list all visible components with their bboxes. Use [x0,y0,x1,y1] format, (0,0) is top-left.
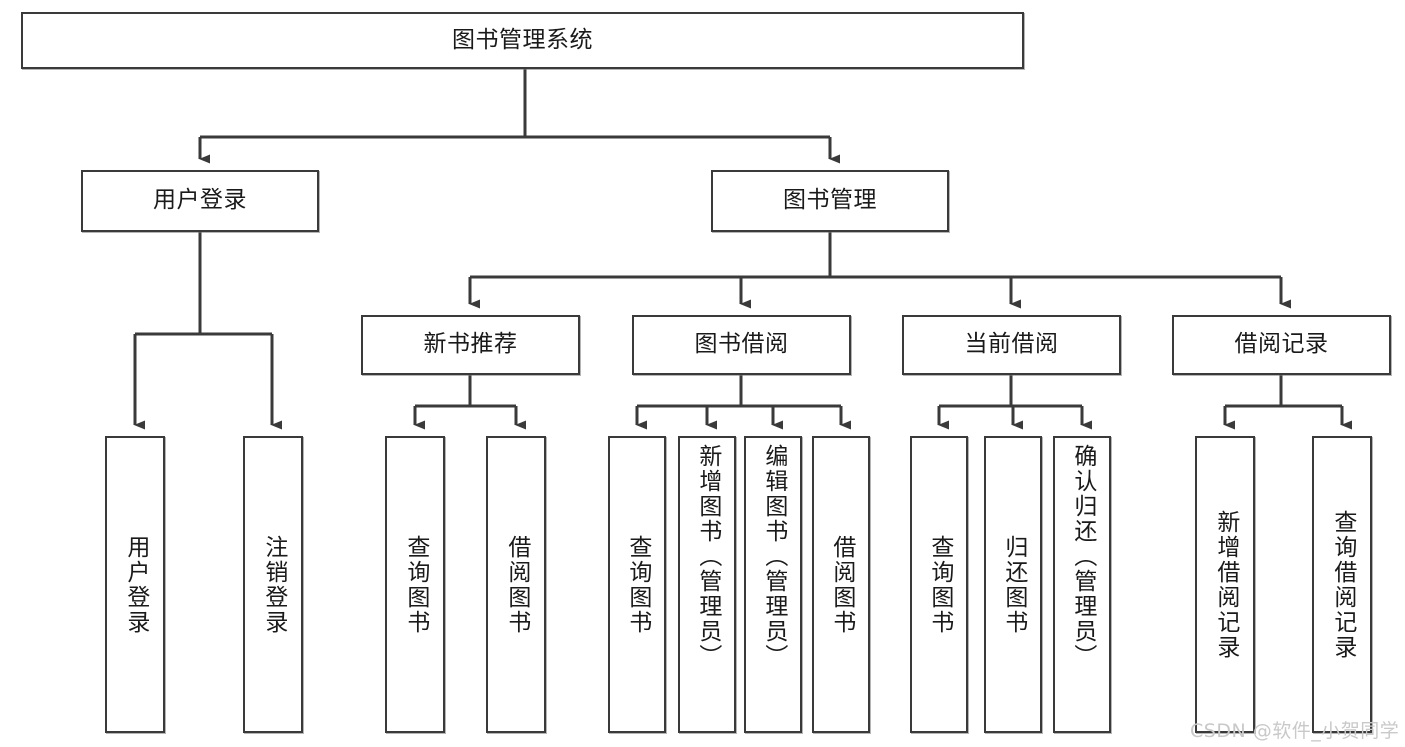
node-label: 查询借阅记录 [1329,509,1356,660]
node-label: 借阅图书 [828,534,855,635]
node-label: 图书借阅 [694,331,789,358]
node-label: 查询图书 [624,534,651,635]
node-leaf-query-book-current[interactable]: 查询图书 [910,436,968,733]
csdn-watermark: CSDN @软件_小贺同学 [1190,720,1400,742]
node-label: 查询图书 [926,534,953,635]
node-label: 新书推荐 [423,331,518,358]
node-label: 当前借阅 [964,331,1059,358]
node-leaf-borrow-book[interactable]: 借阅图书 [812,436,870,733]
node-borrow-record[interactable]: 借阅记录 [1172,315,1391,375]
node-label: 确认归还（管理员） [1069,444,1096,669]
node-label: 查询图书 [402,534,429,635]
node-leaf-add-book-admin[interactable]: 新增图书（管理员） [678,436,736,733]
node-label: 图书管理系统 [452,26,593,53]
node-leaf-logout-login[interactable]: 注销登录 [243,436,303,733]
node-leaf-query-borrow-record[interactable]: 查询借阅记录 [1312,436,1372,733]
node-leaf-borrow-book-recommend[interactable]: 借阅图书 [486,436,546,733]
node-label: 借阅记录 [1234,331,1329,358]
node-leaf-return-book[interactable]: 归还图书 [984,436,1042,733]
node-label: 图书管理 [783,187,877,214]
node-root[interactable]: 图书管理系统 [21,12,1024,69]
node-label: 用户登录 [153,187,247,214]
node-current-borrow[interactable]: 当前借阅 [902,315,1121,375]
node-label: 新增借阅记录 [1212,509,1239,660]
node-label: 归还图书 [1000,534,1027,635]
node-leaf-query-book-recommend[interactable]: 查询图书 [385,436,445,733]
node-book-borrow[interactable]: 图书借阅 [632,315,851,375]
node-new-book-recommend[interactable]: 新书推荐 [361,315,580,375]
node-leaf-add-borrow-record[interactable]: 新增借阅记录 [1195,436,1255,733]
node-label: 借阅图书 [503,534,530,635]
node-book-manage[interactable]: 图书管理 [711,170,949,232]
node-leaf-query-book-borrow[interactable]: 查询图书 [608,436,666,733]
node-label: 编辑图书（管理员） [760,444,787,669]
node-label: 新增图书（管理员） [694,444,721,669]
node-leaf-edit-book-admin[interactable]: 编辑图书（管理员） [744,436,802,733]
node-user-login[interactable]: 用户登录 [81,170,319,232]
node-leaf-confirm-return-admin[interactable]: 确认归还（管理员） [1053,436,1111,733]
node-leaf-user-login[interactable]: 用户登录 [105,436,165,733]
node-label: 用户登录 [122,534,149,635]
node-label: 注销登录 [260,534,287,635]
